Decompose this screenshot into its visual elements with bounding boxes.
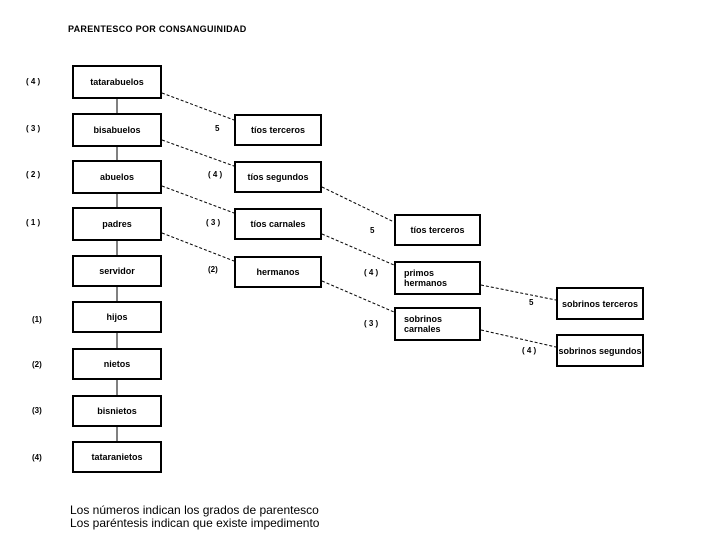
box-servidor: servidor	[72, 255, 162, 287]
footer-note-numbers: Los números indican los grados de parent…	[70, 503, 319, 517]
box-nietos: nietos	[72, 348, 162, 380]
link-sobrinos-carnales-sobrinos-segundos	[480, 329, 557, 348]
box-sobrinos-carnales: sobrinos carnales	[394, 307, 481, 341]
box-tios-segundos: tíos segundos	[234, 161, 322, 193]
link-hermanos-sobrinos-carnales	[321, 280, 395, 313]
box-tatarabuelos: tatarabuelos	[72, 65, 162, 99]
link-tios-carnales-primos	[321, 233, 395, 266]
degree-label: 5	[370, 226, 375, 235]
link-tios-segundos-tios-terceros-2	[321, 186, 395, 223]
box-abuelos: abuelos	[72, 160, 162, 194]
box-tataranietos: tataranietos	[72, 441, 162, 473]
degree-label: (2)	[32, 360, 42, 369]
box-tios-carnales: tíos carnales	[234, 208, 322, 240]
box-sobrinos-terceros: sobrinos terceros	[556, 287, 644, 320]
degree-label: ( 4 )	[208, 170, 223, 179]
diagram-title: PARENTESCO POR CONSANGUINIDAD	[68, 24, 247, 34]
box-sobrinos-segundos: sobrinos segundos	[556, 334, 644, 367]
degree-label: ( 4 )	[364, 268, 379, 277]
degree-label: ( 2 )	[26, 170, 41, 179]
link-bisabuelos-tios-segundos	[161, 139, 235, 167]
box-bisabuelos: bisabuelos	[72, 113, 162, 147]
degree-label: ( 4 )	[26, 77, 41, 86]
link-padres-hermanos	[161, 232, 235, 262]
degree-label: (4)	[32, 453, 42, 462]
degree-label: ( 3 )	[206, 218, 221, 227]
box-tios-terceros-2: tíos terceros	[394, 214, 481, 246]
degree-label: 5	[215, 124, 220, 133]
box-primos-hermanos: primos hermanos	[394, 261, 481, 295]
degree-label: (3)	[32, 406, 42, 415]
degree-label: ( 4 )	[522, 346, 537, 355]
degree-label: 5	[529, 298, 534, 307]
box-bisnietos: bisnietos	[72, 395, 162, 427]
degree-label: ( 3 )	[26, 124, 41, 133]
degree-label: (1)	[32, 315, 42, 324]
box-hermanos: hermanos	[234, 256, 322, 288]
degree-label: ( 1 )	[26, 218, 41, 227]
degree-label: ( 3 )	[364, 319, 379, 328]
box-tios-terceros: tíos terceros	[234, 114, 322, 146]
box-hijos: hijos	[72, 301, 162, 333]
link-tatarabuelos-tios-terceros	[161, 92, 235, 121]
link-abuelos-tios-carnales	[161, 185, 235, 214]
link-primos-sobrinos-terceros	[480, 284, 557, 301]
footer-note-parentheses: Los paréntesis indican que existe impedi…	[70, 516, 320, 530]
degree-label: (2)	[208, 265, 218, 274]
box-padres: padres	[72, 207, 162, 241]
